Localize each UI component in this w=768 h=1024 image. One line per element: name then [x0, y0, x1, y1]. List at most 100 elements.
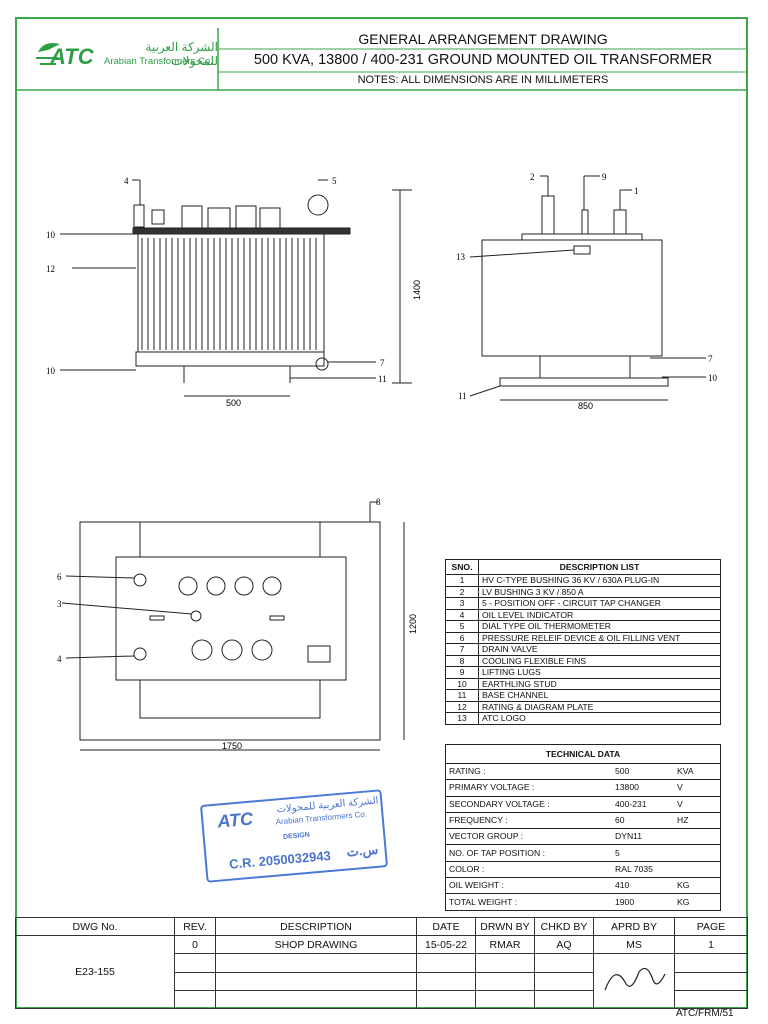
- logo-text: ATC: [49, 44, 95, 69]
- row-text: DRAIN VALVE: [478, 643, 721, 656]
- row-text: COOLING FLEXIBLE FINS: [478, 654, 721, 667]
- table-row: VECTOR GROUP :DYN11: [445, 828, 721, 846]
- row-no: 12: [445, 700, 479, 713]
- top-view-drawing: 1750 1200 6 3 4 8: [57, 497, 418, 751]
- aprd-value: MS: [593, 935, 675, 955]
- callout-7-side: 7: [708, 354, 713, 364]
- row-no: 3: [445, 597, 479, 610]
- row-value: 13800: [612, 779, 674, 797]
- row-value: 5: [612, 844, 674, 862]
- callout-10-side: 10: [708, 373, 718, 383]
- drwn-label: DRWN BY: [475, 916, 535, 937]
- row-label: OIL WEIGHT :: [445, 877, 612, 895]
- row-no: 10: [445, 677, 479, 690]
- row-label: SECONDARY VOLTAGE :: [445, 795, 612, 813]
- table-row: COLOR :RAL 7035: [445, 860, 721, 879]
- row-unit: [674, 844, 721, 862]
- row-label: COLOR :: [445, 860, 612, 879]
- row-text: BASE CHANNEL: [478, 689, 721, 702]
- desc-value: SHOP DRAWING: [215, 935, 417, 955]
- company-name-english: Arabian Transformers Co.: [104, 56, 213, 67]
- row-text: EARTHLING STUD: [478, 677, 721, 690]
- callout-10-top: 10: [46, 230, 56, 240]
- row-no: 9: [445, 666, 479, 679]
- row-value: 500: [612, 762, 674, 781]
- callout-3: 3: [57, 599, 62, 609]
- title-block-table: DWG No. REV. DESCRIPTION DATE DRWN BY CH…: [15, 916, 748, 1010]
- row-label: FREQUENCY :: [445, 811, 612, 830]
- company-name-arabic: الشركة العربية للمحولات: [145, 40, 218, 68]
- desc-label: DESCRIPTION: [215, 916, 417, 937]
- row-value: 410: [612, 877, 674, 895]
- row-unit: V: [674, 779, 721, 797]
- row-value: RAL 7035: [612, 860, 674, 879]
- row-no: 13: [445, 712, 479, 725]
- row-no: 7: [445, 643, 479, 656]
- form-reference: ATC/FRM/51: [676, 1008, 734, 1019]
- stamp-dept: DESIGN: [282, 831, 311, 841]
- drwn-value: RMAR: [475, 935, 535, 955]
- row-text: OIL LEVEL INDICATOR: [478, 608, 721, 621]
- row-unit: [674, 860, 721, 879]
- row-text: DIAL TYPE OIL THERMOMETER: [478, 620, 721, 633]
- rev-value: 0: [174, 935, 216, 955]
- rev-label: REV.: [174, 916, 216, 937]
- callout-6: 6: [57, 572, 62, 582]
- row-text: HV C-TYPE BUSHING 36 KV / 630A PLUG-IN: [478, 574, 721, 587]
- date-label: DATE: [416, 916, 476, 937]
- row-no: 1: [445, 574, 479, 587]
- row-value: 60: [612, 811, 674, 830]
- callout-4: 4: [124, 176, 129, 186]
- dwg-no-label: DWG No.: [15, 916, 175, 937]
- table-row: NO. OF TAP POSITION :5: [445, 844, 721, 862]
- row-label: PRIMARY VOLTAGE :: [445, 779, 612, 797]
- callout-11-side: 11: [458, 391, 467, 401]
- callout-10-bottom: 10: [46, 366, 56, 376]
- dim-top-width: 1750: [222, 741, 242, 751]
- header-lines: [15, 28, 748, 91]
- desc-header-title: DESCRIPTION LIST: [478, 559, 721, 575]
- signature-cell: [593, 953, 675, 1009]
- title-line-3: NOTES: ALL DIMENSIONS ARE IN MILLIMETERS: [357, 74, 609, 86]
- dim-top-height: 1200: [408, 614, 418, 634]
- front-view-drawing: 500 1400 10 12 10 4 5 7 11: [46, 176, 422, 408]
- row-unit: [674, 828, 721, 846]
- callout-11: 11: [378, 374, 387, 384]
- title-header: GENERAL ARRANGEMENT DRAWING 500 KVA, 138…: [218, 28, 748, 90]
- row-unit: KG: [674, 893, 721, 911]
- row-unit: HZ: [674, 811, 721, 830]
- date-value: 15-05-22: [416, 935, 476, 955]
- chkd-label: CHKD BY: [534, 916, 594, 937]
- row-text: LIFTING LUGS: [478, 666, 721, 679]
- callout-13: 13: [456, 252, 466, 262]
- stamp-cr-number: C.R. 2050032943: [228, 847, 332, 872]
- row-no: 4: [445, 608, 479, 621]
- row-unit: KG: [674, 877, 721, 895]
- callout-7: 7: [380, 358, 385, 368]
- stamp-logo: ATC: [216, 808, 254, 832]
- atc-logo-icon: ATC: [36, 43, 95, 69]
- row-label: NO. OF TAP POSITION :: [445, 844, 612, 862]
- row-value: 400-231: [612, 795, 674, 813]
- row-no: 11: [445, 689, 479, 702]
- dim-side-width: 850: [578, 401, 593, 411]
- callout-1: 1: [634, 186, 639, 196]
- row-value: 1900: [612, 893, 674, 911]
- row-unit: V: [674, 795, 721, 813]
- row-label: TOTAL WEIGHT :: [445, 893, 612, 911]
